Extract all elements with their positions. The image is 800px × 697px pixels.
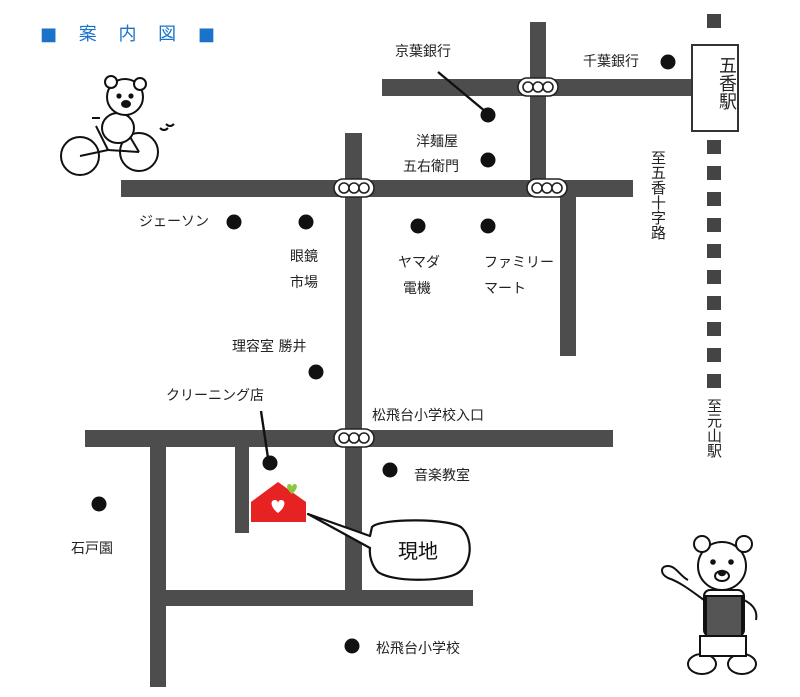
label-yomenya-1: 洋麺屋 [416, 134, 458, 150]
dot-yomenya [480, 152, 496, 168]
dot-ishido [91, 496, 107, 512]
label-keiyo-bank: 京葉銀行 [395, 44, 451, 60]
map-title: ■ 案 内 図 ■ [40, 24, 223, 45]
label-yomenya-2: 五右衛門 [403, 159, 459, 175]
label-cleaning: クリーニング店 [166, 388, 264, 404]
road-left-vertical [150, 445, 166, 687]
label-school-gate: 松飛台小学校入口 [372, 408, 484, 424]
label-barber: 理容室 勝井 [232, 339, 307, 355]
dot-music [382, 462, 398, 478]
station-box [691, 44, 739, 132]
landmark-dots [91, 54, 676, 654]
road-second-horizontal [121, 180, 633, 197]
dot-jason [226, 214, 242, 230]
label-ishido: 石戸園 [71, 541, 113, 557]
road-vertical-keiyo [530, 22, 546, 192]
house-heart-icon [251, 482, 306, 522]
label-familymart-1: ファミリー [484, 255, 554, 271]
dot-school [344, 638, 360, 654]
dot-megane [298, 214, 314, 230]
road-bottom-horizontal [165, 590, 473, 606]
leader-lines [259, 71, 487, 459]
dot-familymart [480, 218, 496, 234]
label-yamada-2: 電機 [403, 281, 431, 297]
dot-yamada [410, 218, 426, 234]
dot-chiba-bank [660, 54, 676, 70]
site-label: 現地 [398, 539, 438, 563]
dot-cleaning [262, 455, 278, 471]
label-jason: ジェーソン [139, 214, 209, 230]
label-megane-2: 市場 [290, 275, 318, 291]
label-music: 音楽教室 [414, 468, 470, 484]
bear-cyclist-icon [60, 75, 175, 176]
direction-gokou-juujiro: 至五香十字路 [649, 150, 667, 240]
road-short-vertical [235, 445, 249, 533]
direction-motoyama: 至元山駅 [705, 398, 723, 458]
dot-barber [308, 364, 324, 380]
bear-waving-icon [661, 535, 758, 675]
road-right-vertical [560, 190, 576, 356]
station-name: 五香駅 [716, 56, 737, 110]
label-familymart-2: マート [484, 281, 526, 297]
label-megane-1: 眼鏡 [290, 249, 318, 265]
label-yamada-1: ヤマダ [398, 255, 440, 271]
label-school: 松飛台小学校 [376, 641, 460, 657]
road-main-vertical [345, 133, 362, 591]
site-callout-bubble [306, 512, 471, 581]
roads [85, 22, 692, 687]
traffic-signal-icon [333, 77, 568, 448]
label-chiba-bank: 千葉銀行 [583, 54, 639, 70]
railway [707, 14, 721, 388]
